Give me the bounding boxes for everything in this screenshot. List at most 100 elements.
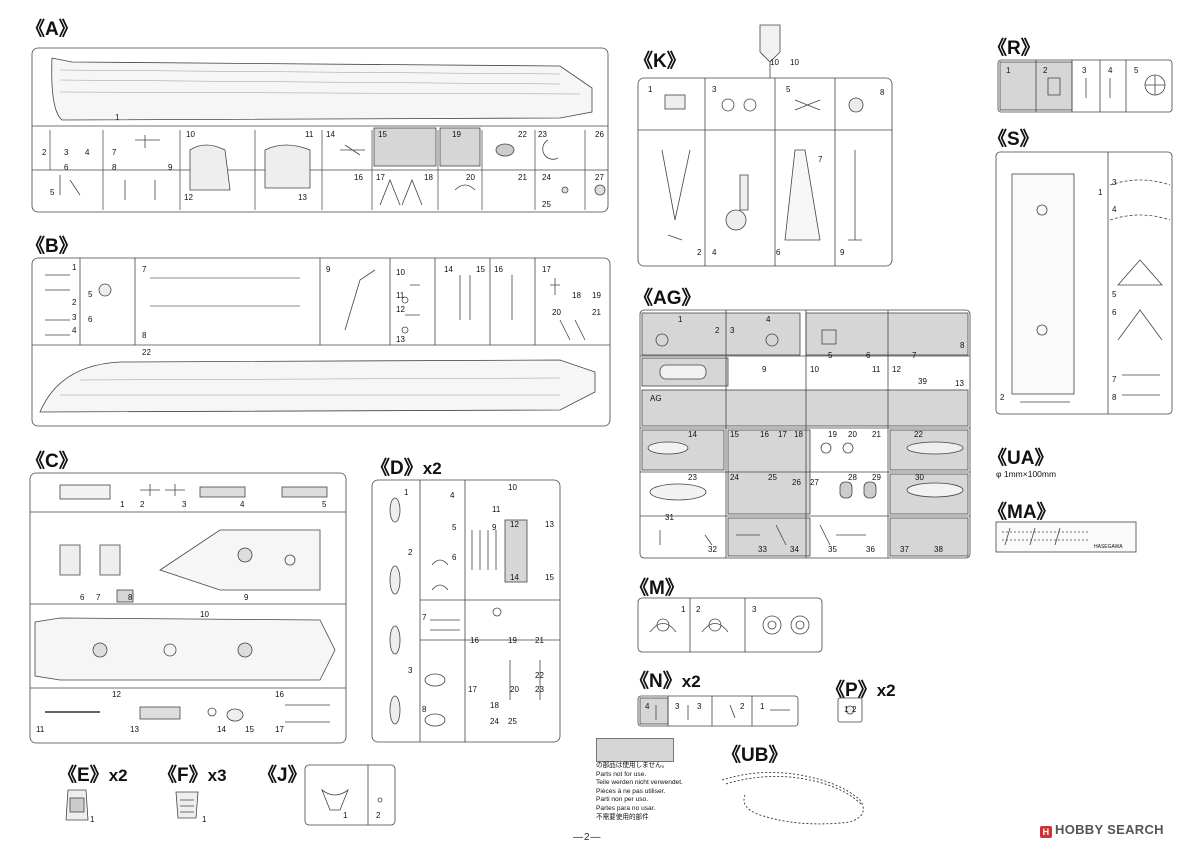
section-label-p-multiplier: x2	[876, 681, 896, 700]
svg-text:2: 2	[72, 298, 77, 307]
part-a15-shaded	[373, 127, 437, 167]
svg-text:29: 29	[872, 473, 881, 482]
svg-text:22: 22	[142, 348, 151, 357]
svg-text:35: 35	[828, 545, 837, 554]
svg-text:20: 20	[848, 430, 857, 439]
svg-text:1: 1	[404, 488, 409, 497]
svg-text:10: 10	[200, 610, 209, 619]
svg-text:1: 1	[1006, 66, 1011, 75]
svg-text:1: 1	[1098, 188, 1103, 197]
svg-text:9: 9	[168, 163, 173, 172]
notice-line: Pièces à ne pas utiliser.	[596, 787, 666, 795]
part-a19-shaded	[439, 127, 481, 167]
svg-text:16: 16	[494, 265, 503, 274]
svg-text:21: 21	[518, 173, 527, 182]
svg-text:24: 24	[490, 717, 499, 726]
svg-text:19: 19	[452, 130, 461, 139]
svg-text:22: 22	[914, 430, 923, 439]
sprue-a-frame	[31, 47, 609, 213]
section-label-ua: 《UA》	[988, 448, 1054, 469]
sprue-m-frame	[637, 597, 823, 653]
svg-text:1: 1	[760, 702, 765, 711]
svg-text:2: 2	[715, 326, 720, 335]
sprue-r-frame	[997, 59, 1173, 113]
sprue-ag: 1 2 3 4 5 6 7 8 9 10 11 12 13 14 15 16 1…	[639, 309, 971, 559]
svg-text:14: 14	[217, 725, 226, 734]
svg-text:7: 7	[422, 613, 427, 622]
svg-text:2: 2	[376, 811, 381, 820]
section-label-e: 《E》x2	[58, 760, 128, 787]
svg-text:30: 30	[915, 473, 924, 482]
svg-text:3: 3	[408, 666, 413, 675]
svg-text:20: 20	[552, 308, 561, 317]
svg-text:12: 12	[892, 365, 901, 374]
svg-text:39: 39	[918, 377, 927, 386]
svg-text:15: 15	[730, 430, 739, 439]
section-label-f-text: 《F》	[158, 765, 208, 786]
notice-line: の部品は使用しません。	[596, 762, 669, 769]
svg-text:12: 12	[112, 690, 121, 699]
unused-parts-swatch	[596, 738, 674, 762]
svg-text:26: 26	[595, 130, 604, 139]
svg-text:6: 6	[64, 163, 69, 172]
section-label-d-multiplier: x2	[422, 459, 442, 478]
svg-text:13: 13	[955, 379, 964, 388]
section-label-d-text: 《D》	[371, 458, 423, 479]
svg-text:18: 18	[490, 701, 499, 710]
svg-text:6: 6	[88, 315, 93, 324]
sprue-s: 1 3 4 5 6 7 8 2	[995, 151, 1173, 415]
svg-text:7: 7	[912, 351, 917, 360]
svg-text:19: 19	[508, 636, 517, 645]
svg-text:4: 4	[766, 315, 771, 324]
section-label-ma: 《MA》	[988, 502, 1056, 523]
svg-text:17: 17	[275, 725, 284, 734]
svg-text:3: 3	[64, 148, 69, 157]
svg-text:6: 6	[776, 248, 781, 257]
section-label-m: 《M》	[630, 578, 684, 599]
turret-a12	[189, 144, 231, 191]
svg-text:12: 12	[510, 520, 519, 529]
svg-text:9: 9	[244, 593, 249, 602]
svg-text:14: 14	[688, 430, 697, 439]
section-label-k: 《K》	[634, 51, 686, 72]
ub-chain	[721, 771, 864, 825]
section-label-p: 《P》x2	[826, 675, 896, 702]
svg-text:2: 2	[140, 500, 145, 509]
svg-text:8: 8	[960, 341, 965, 350]
svg-text:3: 3	[697, 702, 702, 711]
svg-text:15: 15	[476, 265, 485, 274]
svg-text:3: 3	[752, 605, 757, 614]
sprue-n-frame	[637, 695, 799, 727]
notice-line: 不需要使用的部件	[596, 813, 649, 821]
svg-text:6: 6	[80, 593, 85, 602]
section-label-p-text: 《P》	[826, 680, 877, 701]
svg-text:15: 15	[245, 725, 254, 734]
svg-text:12: 12	[396, 305, 405, 314]
section-label-n-multiplier: x2	[681, 672, 701, 691]
svg-text:25: 25	[542, 200, 551, 209]
svg-text:5: 5	[322, 500, 327, 509]
svg-text:18: 18	[424, 173, 433, 182]
notice-line: Teile werden nicht verwendet.	[596, 779, 683, 787]
svg-text:2: 2	[740, 702, 745, 711]
svg-text:1: 1	[72, 263, 77, 272]
svg-text:5: 5	[50, 188, 55, 197]
watermark-text: HOBBY SEARCH	[1055, 822, 1164, 837]
svg-text:7: 7	[1112, 375, 1117, 384]
svg-text:33: 33	[758, 545, 767, 554]
svg-text:26: 26	[792, 478, 801, 487]
sprue-j: 1 2	[304, 764, 396, 826]
svg-text:2: 2	[408, 548, 413, 557]
svg-text:18: 18	[794, 430, 803, 439]
svg-text:2: 2	[42, 148, 47, 157]
logo-mark-icon: H	[1040, 826, 1052, 838]
svg-text:15: 15	[378, 130, 387, 139]
svg-text:11: 11	[305, 130, 314, 139]
svg-text:3: 3	[182, 500, 187, 509]
svg-text:19: 19	[592, 291, 601, 300]
section-label-e-multiplier: x2	[108, 766, 128, 785]
sprue-c: 1 2 3 4 5 6 7 8 9 10 11 12 13 14 15 16 1…	[29, 472, 347, 744]
svg-text:1: 1	[115, 113, 120, 122]
svg-text:14: 14	[510, 573, 519, 582]
svg-text:2: 2	[697, 248, 702, 257]
